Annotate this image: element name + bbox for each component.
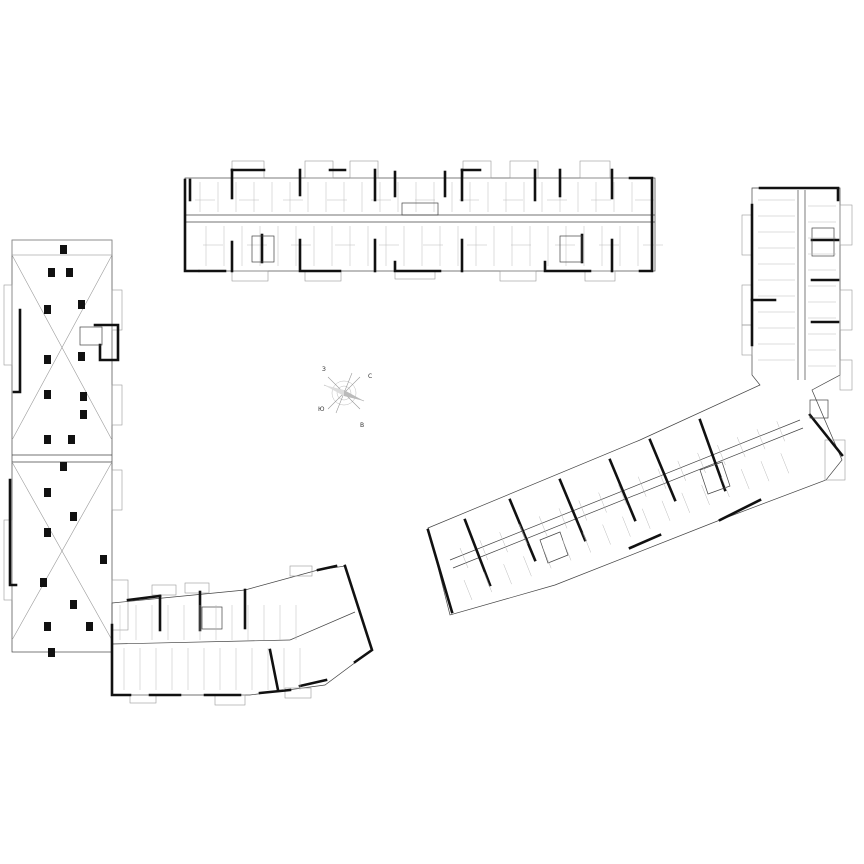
furniture-marker xyxy=(60,245,67,254)
furniture-marker xyxy=(44,355,51,364)
furniture-marker xyxy=(44,390,51,399)
plan-sheet xyxy=(0,150,864,714)
furniture-marker xyxy=(66,268,73,277)
southwest-block xyxy=(110,564,374,706)
furniture-marker xyxy=(48,648,55,657)
furniture-marker xyxy=(70,512,77,521)
furniture-marker xyxy=(80,392,87,401)
furniture-marker xyxy=(44,488,51,497)
furniture-marker xyxy=(44,622,51,631)
furniture-marker xyxy=(40,578,47,587)
furniture-marker xyxy=(78,300,85,309)
furniture-marker xyxy=(100,555,107,564)
furniture-marker xyxy=(44,528,51,537)
furniture-marker xyxy=(80,410,87,419)
compass-label-north: С xyxy=(368,373,372,380)
west-block xyxy=(3,239,129,657)
compass-label-west: З xyxy=(322,366,326,373)
furniture-marker xyxy=(70,600,77,609)
north-block xyxy=(183,160,663,282)
furniture-marker xyxy=(68,435,75,444)
east-block xyxy=(426,186,853,616)
compass-label-east: В xyxy=(360,422,364,429)
compass-rose-icon: С Ю З В xyxy=(318,366,372,429)
furniture-marker xyxy=(44,305,51,314)
furniture-marker xyxy=(78,352,85,361)
compass-label-south: Ю xyxy=(318,406,325,413)
furniture-marker xyxy=(44,435,51,444)
furniture-marker xyxy=(60,462,67,471)
furniture-marker xyxy=(86,622,93,631)
furniture-marker xyxy=(48,268,55,277)
